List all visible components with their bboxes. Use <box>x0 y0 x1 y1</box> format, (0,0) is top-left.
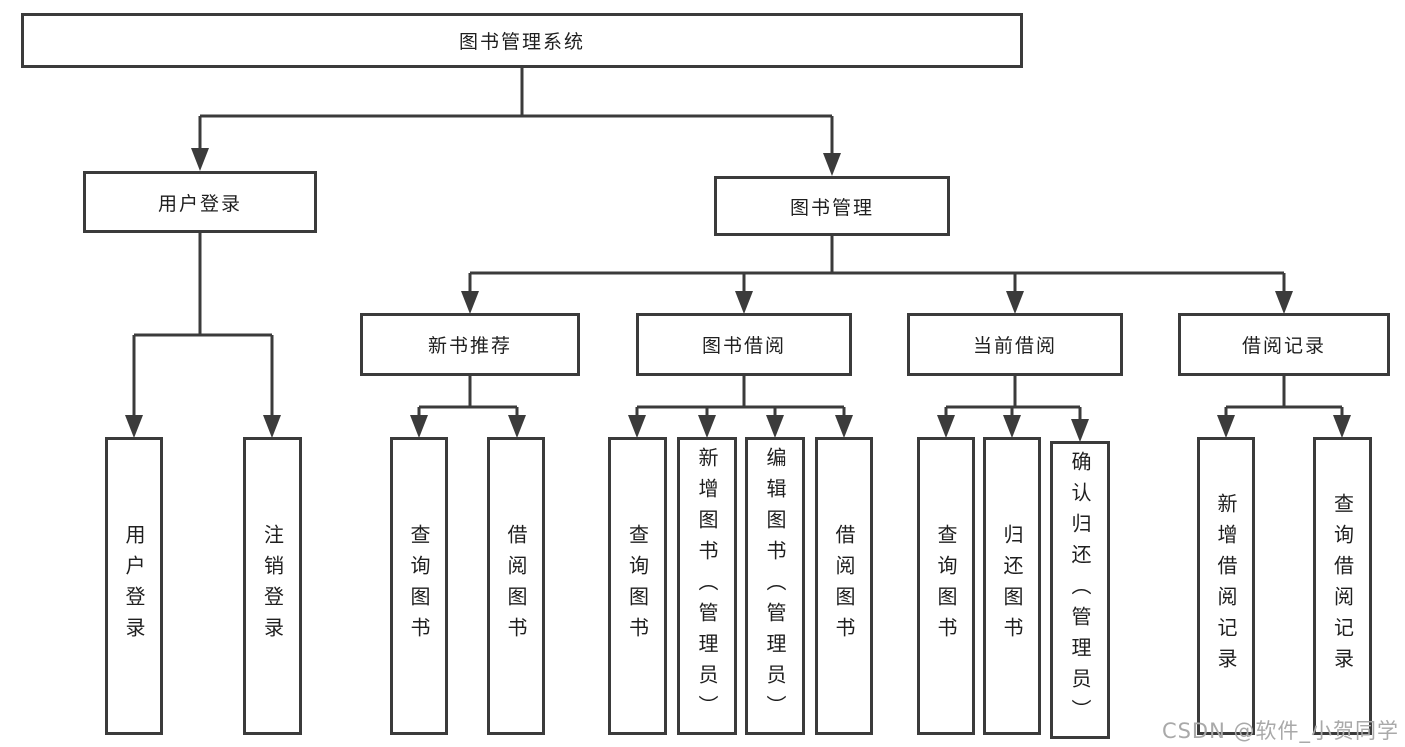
node-label: 新增借阅记录 <box>1214 493 1238 679</box>
edge-book-management-children <box>461 236 1293 314</box>
node-query-books-borrow: 查询图书 <box>608 437 667 735</box>
node-book-borrowing: 图书借阅 <box>636 313 852 376</box>
node-label: 查询图书 <box>934 524 958 648</box>
node-label: 编辑图书（管理员） <box>763 446 787 726</box>
node-return-books: 归还图书 <box>983 437 1041 735</box>
node-borrow-books-recommend: 借阅图书 <box>487 437 545 735</box>
node-new-book-recommendation: 新书推荐 <box>360 313 580 376</box>
edge-new-book-children <box>410 376 526 438</box>
node-query-books-recommend: 查询图书 <box>390 437 448 735</box>
node-current-borrowing: 当前借阅 <box>907 313 1123 376</box>
node-logout-login: 注销登录 <box>243 437 302 735</box>
node-user-login-leaf: 用户登录 <box>105 437 163 735</box>
edge-borrowing-records-children <box>1217 376 1351 438</box>
node-borrow-books-leaf: 借阅图书 <box>815 437 873 735</box>
node-label: 新书推荐 <box>427 335 512 357</box>
edge-current-borrowing-children <box>937 376 1089 442</box>
node-borrowing-records: 借阅记录 <box>1178 313 1390 376</box>
node-query-borrow-record: 查询借阅记录 <box>1313 437 1372 735</box>
edge-root-to-level2 <box>191 68 841 176</box>
node-add-borrow-record: 新增借阅记录 <box>1197 437 1255 735</box>
node-library-management-system: 图书管理系统 <box>21 13 1023 68</box>
node-label: 用户登录 <box>157 192 242 215</box>
node-user-login: 用户登录 <box>83 171 317 233</box>
node-label: 图书借阅 <box>701 335 786 357</box>
node-label: 确认归还（管理员） <box>1068 450 1092 730</box>
node-label: 借阅图书 <box>832 524 856 648</box>
node-book-management: 图书管理 <box>714 176 950 236</box>
node-label: 借阅图书 <box>504 524 528 648</box>
node-label: 归还图书 <box>1000 524 1024 648</box>
node-label: 查询图书 <box>625 524 650 648</box>
node-confirm-return-admin: 确认归还（管理员） <box>1050 441 1110 739</box>
edge-book-borrowing-children <box>628 376 853 438</box>
node-edit-books-admin: 编辑图书（管理员） <box>745 437 805 735</box>
node-label: 图书管理系统 <box>458 31 585 53</box>
node-label: 图书管理 <box>789 196 874 219</box>
node-add-books-admin: 新增图书（管理员） <box>677 437 737 735</box>
node-query-books-current: 查询图书 <box>917 437 975 735</box>
edge-user-login-children <box>125 233 281 438</box>
node-label: 借阅记录 <box>1241 335 1326 357</box>
node-label: 查询图书 <box>407 524 431 648</box>
node-label: 注销登录 <box>260 524 285 648</box>
node-label: 当前借阅 <box>972 335 1057 357</box>
node-label: 用户登录 <box>122 524 146 648</box>
node-label: 查询借阅记录 <box>1330 493 1355 679</box>
csdn-watermark: CSDN @软件_小贺同学 <box>1161 719 1399 743</box>
node-label: 新增图书（管理员） <box>695 446 719 726</box>
